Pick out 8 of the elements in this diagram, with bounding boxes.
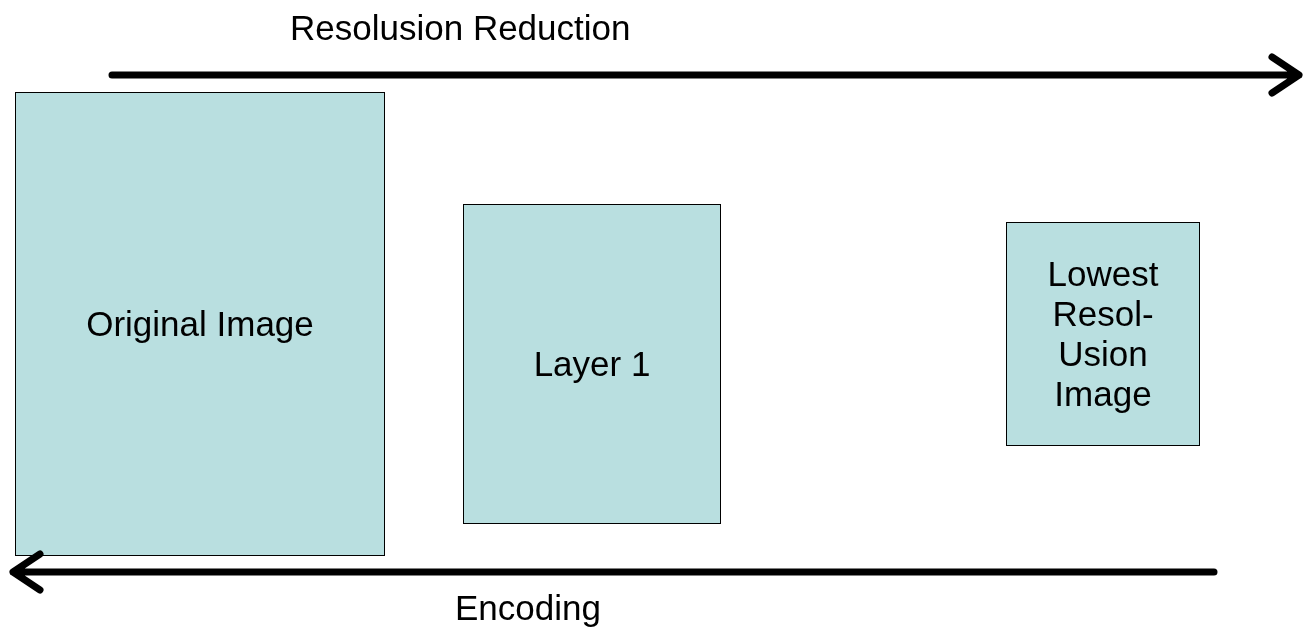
axis-caption: Encoding	[455, 588, 601, 628]
image-box	[1006, 222, 1200, 446]
box-label: Lowest Resol- Usion Image	[1046, 253, 1160, 415]
axis-caption: Resolusion Reduction	[290, 8, 631, 48]
box-label: Layer 1	[533, 343, 651, 385]
image-box	[463, 204, 721, 524]
image-box	[15, 92, 385, 556]
box-label: Original Image	[86, 303, 314, 345]
